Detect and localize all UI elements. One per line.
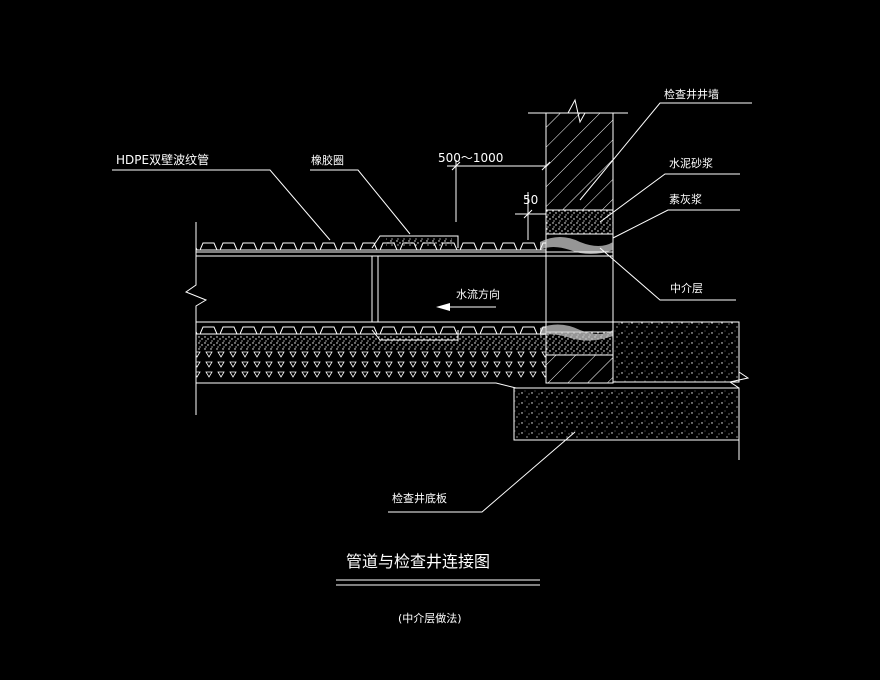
backfill-soil [612, 321, 750, 460]
label-rubber-ring: 橡胶圈 [311, 153, 344, 167]
label-well-wall: 检查井井墙 [664, 87, 719, 101]
drawing-title: 管道与检查井连接图 [346, 552, 490, 571]
pipe-bedding [196, 336, 546, 389]
label-pipe: HDPE双壁波纹管 [116, 152, 209, 167]
flow-arrow [436, 303, 496, 311]
label-well-bottom: 检查井底板 [392, 491, 447, 505]
label-flow-direction: 水流方向 [456, 287, 500, 301]
label-plain-mortar: 素灰浆 [669, 192, 702, 206]
dimension-500-1000: 500～1000 [438, 151, 551, 222]
leader-lines [112, 102, 752, 513]
drawing-subtitle: (中介层做法) [398, 611, 462, 625]
label-cement-mortar: 水泥砂浆 [669, 156, 713, 170]
rubber-ring-joint [371, 235, 459, 341]
well-bottom-slab [513, 387, 740, 441]
left-break-line [184, 222, 208, 415]
intermediate-layer [540, 237, 613, 341]
dimension-50: 50 [515, 192, 546, 240]
label-intermediate-layer: 中介层 [670, 282, 703, 295]
dimension-500-1000-text: 500～1000 [438, 151, 503, 165]
cement-mortar-band [545, 209, 614, 356]
dimension-50-text: 50 [523, 193, 538, 207]
